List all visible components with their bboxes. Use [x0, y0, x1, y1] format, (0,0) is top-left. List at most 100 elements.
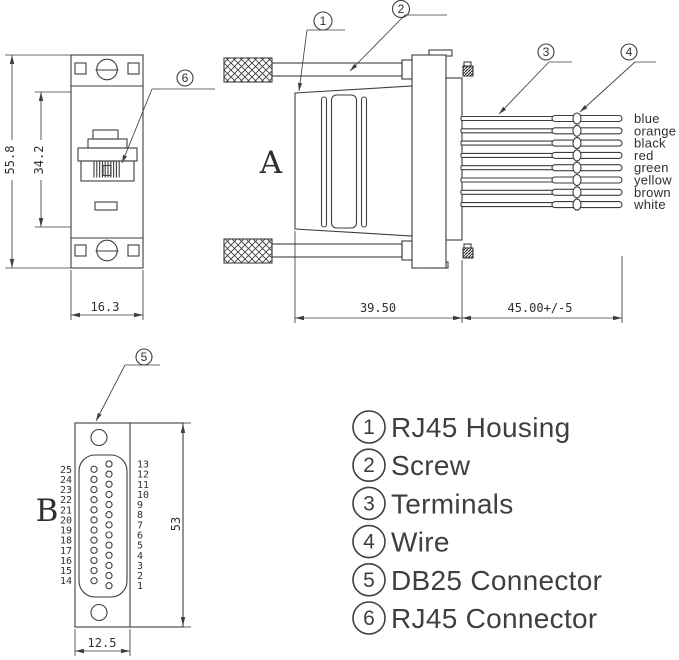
- pin-number-right: 13: [137, 460, 149, 471]
- rj45-housing-side: [294, 85, 413, 237]
- legend-number-circle: [352, 448, 386, 483]
- mounting-hole-top: [90, 428, 108, 447]
- pin-number-right: 3: [137, 561, 143, 572]
- pin-number-right: 5: [137, 541, 143, 552]
- pin-number-right: 7: [137, 520, 143, 531]
- db25-body-outline: [74, 422, 184, 628]
- wire-conductor: [460, 177, 555, 183]
- dim-text-wire-length: 45.00+/-5: [507, 301, 572, 315]
- wire-conductor: [460, 165, 555, 171]
- housing-rib: [320, 96, 328, 228]
- db25-pin: [105, 551, 113, 559]
- legend-item-label: DB25 Connector: [391, 565, 602, 596]
- leader-arrowhead: [122, 154, 127, 163]
- db25-pin: [90, 556, 98, 565]
- dim-text-outer-height: 55.8: [3, 146, 17, 175]
- db25-dimensions: 53 12.5: [74, 422, 191, 656]
- housing-rib: [360, 96, 368, 228]
- db25-pin: [105, 490, 113, 499]
- db25-pin: [105, 470, 113, 478]
- wire-conductor: [460, 152, 555, 158]
- db25-pin: [90, 516, 98, 524]
- front-lower-slot: [94, 201, 118, 211]
- wire-terminal-sleeve: [551, 139, 623, 147]
- legend-number-circle: [352, 410, 386, 444]
- callout-number: 2: [398, 2, 405, 16]
- db25-pin: [105, 521, 113, 529]
- legend-item-label: RJ45 Connector: [391, 603, 598, 634]
- pin-number-left: 16: [60, 556, 72, 567]
- legend-item-label: Wire: [391, 527, 450, 558]
- view-letter-b: B: [36, 493, 59, 529]
- legend-number-circle: [352, 601, 386, 635]
- wire-crimp: [572, 161, 582, 174]
- dsub-shell: [78, 454, 128, 598]
- wire-color-label: orange: [634, 123, 676, 138]
- pin-number-right: 9: [137, 500, 143, 511]
- db25-pin: [90, 506, 98, 514]
- db25-pin: [90, 465, 98, 473]
- db25-pin: [90, 485, 98, 494]
- pin-number-left: 15: [60, 566, 72, 577]
- dim-arrowhead: [75, 648, 84, 654]
- db25-pin: [90, 566, 98, 575]
- leader-line: [579, 61, 636, 113]
- dim-arrowhead: [9, 259, 15, 268]
- view-letter-a: A: [259, 145, 283, 181]
- db25-pin: [105, 541, 113, 549]
- pin-number-left: 21: [60, 505, 72, 516]
- callout: 5: [95, 348, 160, 422]
- pin-number-left: 14: [60, 576, 72, 587]
- callout-number: 4: [626, 45, 633, 59]
- pin-number-right: 2: [137, 571, 143, 582]
- dim-arrowhead: [9, 55, 15, 64]
- leader-arrowhead: [297, 82, 303, 91]
- db25-pin: [105, 531, 113, 539]
- legend-number-circle: [352, 562, 386, 597]
- db25-face-view: 2524232221201918171615141312111098765432…: [36, 422, 184, 628]
- pin-number-right: 11: [137, 480, 149, 491]
- db25-pin: [90, 577, 98, 585]
- jack-mid-step: [87, 138, 128, 149]
- pin-number-left: 17: [60, 546, 72, 557]
- leader-line: [498, 61, 550, 115]
- db25-pin: [90, 475, 98, 484]
- leader-line: [95, 364, 126, 422]
- legend-number-circle: [352, 524, 386, 559]
- callout-number: 5: [141, 350, 148, 364]
- wire-crimp: [572, 149, 582, 162]
- wire-terminal-sleeve: [551, 151, 623, 159]
- wire-color-label: brown: [634, 185, 671, 200]
- pin-number-right: 1: [137, 581, 143, 592]
- dim-arrowhead: [134, 312, 143, 318]
- housing-front-outline: [70, 54, 144, 269]
- dimension-arrowheads: [9, 55, 622, 654]
- pin-number-right: 8: [137, 510, 143, 521]
- dim-arrowhead: [121, 648, 130, 654]
- dim-arrowhead: [71, 312, 80, 318]
- pin-number-right: 6: [137, 530, 143, 541]
- top-thumbscrew-bushing: [401, 59, 413, 80]
- wire-conductor: [460, 189, 555, 195]
- side-view-dimensions: 39.50 45.00+/-5: [294, 231, 623, 323]
- pin-number-right: 10: [137, 490, 149, 501]
- db25-pin: [105, 500, 113, 509]
- wire-terminal-sleeve: [551, 114, 623, 123]
- dim-text-db-height: 53: [169, 517, 183, 531]
- bottom-thumbscrew-bushing: [401, 240, 413, 261]
- bottom-right-square-hole: [127, 244, 140, 257]
- dim-text-width: 16.3: [91, 300, 120, 314]
- callout-circle: [135, 348, 153, 366]
- pin-number-left: 23: [60, 485, 72, 496]
- leader-line: [121, 88, 153, 164]
- db25-pin: [105, 460, 113, 468]
- wire-crimp: [572, 112, 582, 125]
- wire-conductor: [460, 202, 555, 208]
